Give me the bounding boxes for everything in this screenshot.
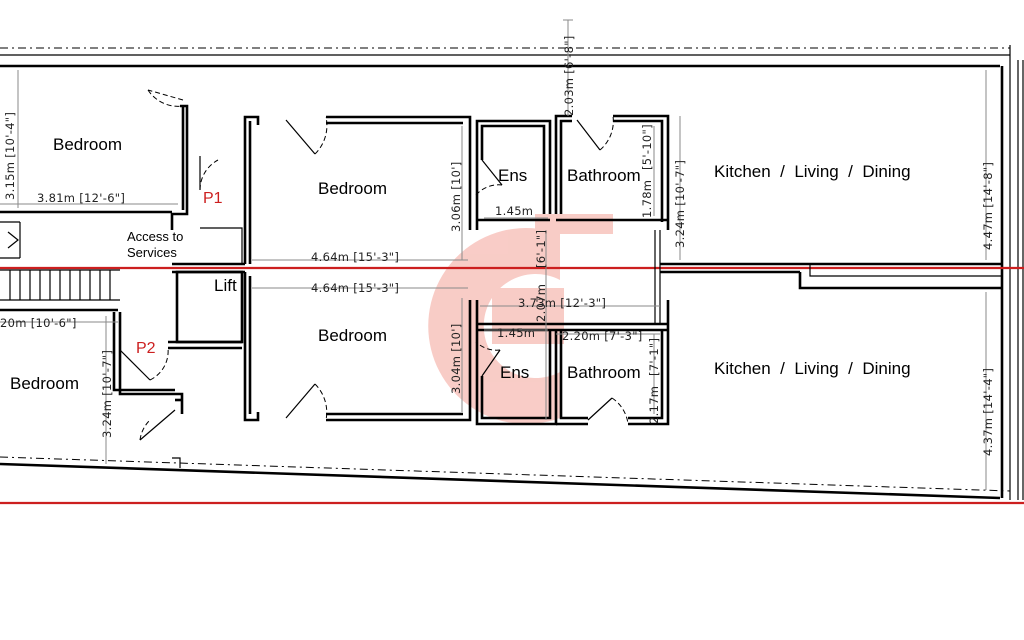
upper-unit-walls — [0, 104, 1002, 277]
site-boundary-lines — [0, 45, 1024, 500]
room-label-upper-bedroom: Bedroom — [318, 179, 387, 198]
room-label-lower-kitchen-living-dining: Kitchen / Living / Dining — [714, 359, 911, 378]
point-marker-p2: P2 — [136, 340, 156, 357]
dim-label-lower-bath-v: 2.17m — [647, 386, 661, 424]
dim-label-lower-bed-h: 4.64m [15'-3"] — [311, 281, 399, 295]
lower-unit-doors — [119, 341, 629, 441]
dim-label-lower-left-bed-v: 3.24m [10'-7"] — [100, 350, 114, 438]
dim-label-upper-ens-w: 1.45m — [495, 204, 533, 218]
dim-label-lower-ens-w: 1.45m — [497, 326, 535, 340]
upper-unit-doors — [147, 89, 614, 196]
dim-label-upper-bed-h: 4.64m [15'-3"] — [311, 250, 399, 264]
room-label-upper-bedroom-left: Bedroom — [53, 135, 122, 154]
room-label-services: Services — [127, 245, 177, 260]
dim-label-lower-bath-w: 2.20m [7'-3"] — [562, 329, 643, 343]
dim-label-lower-bed-v: 3.04m [10'] — [449, 323, 463, 394]
red-boundary-lines — [0, 266, 1024, 505]
dimension-lines — [0, 19, 987, 490]
dim-label-upper-left-bed-h: 3.81m [12'-6"] — [37, 191, 125, 205]
dim-label-lower-left-bed-h: 20m [10'-6"] — [0, 316, 77, 330]
room-label-access: Access to — [127, 229, 183, 244]
dim-label-upper-bath-v: [5'-10"] — [640, 124, 654, 170]
room-label-lower-bathroom: Bathroom — [567, 363, 641, 382]
room-label-upper-kitchen-living-dining: Kitchen / Living / Dining — [714, 162, 911, 181]
dim-label-upper-corridor: [6'-1"] — [534, 230, 548, 268]
point-marker-p1: P1 — [203, 190, 223, 207]
room-label-lower-bedroom: Bedroom — [318, 326, 387, 345]
dim-label-lower-corridor-h: 3.73m [12'-3"] — [518, 296, 606, 310]
dim-label-top-height: 2.03m [6'-8"] — [562, 35, 576, 116]
room-label-lift: Lift — [214, 276, 237, 295]
dim-label-lower-bath-v2: [7'-1"] — [647, 338, 661, 376]
room-label-upper-ens: Ens — [498, 166, 527, 185]
lower-unit-walls — [0, 230, 1002, 468]
dim-label-upper-kld-v: 4.47m [14'-8"] — [981, 162, 995, 250]
dim-label-upper-left-bed-v: 3.15m [10'-4"] — [3, 112, 17, 200]
room-label-upper-bathroom: Bathroom — [567, 166, 641, 185]
room-label-lower-bedroom-left: Bedroom — [10, 374, 79, 393]
dim-label-lower-kld-v: 4.37m [14'-4"] — [981, 368, 995, 456]
dim-label-upper-bath-h: 3.24m [10'-7"] — [673, 160, 687, 248]
room-label-lower-ens: Ens — [500, 363, 529, 382]
dim-label-upper-ens-v: 1.78m — [640, 180, 654, 218]
dim-label-upper-bed-v: 3.06m [10'] — [449, 161, 463, 232]
dim-label-lower-corridor-v: 2.07m — [534, 284, 548, 322]
